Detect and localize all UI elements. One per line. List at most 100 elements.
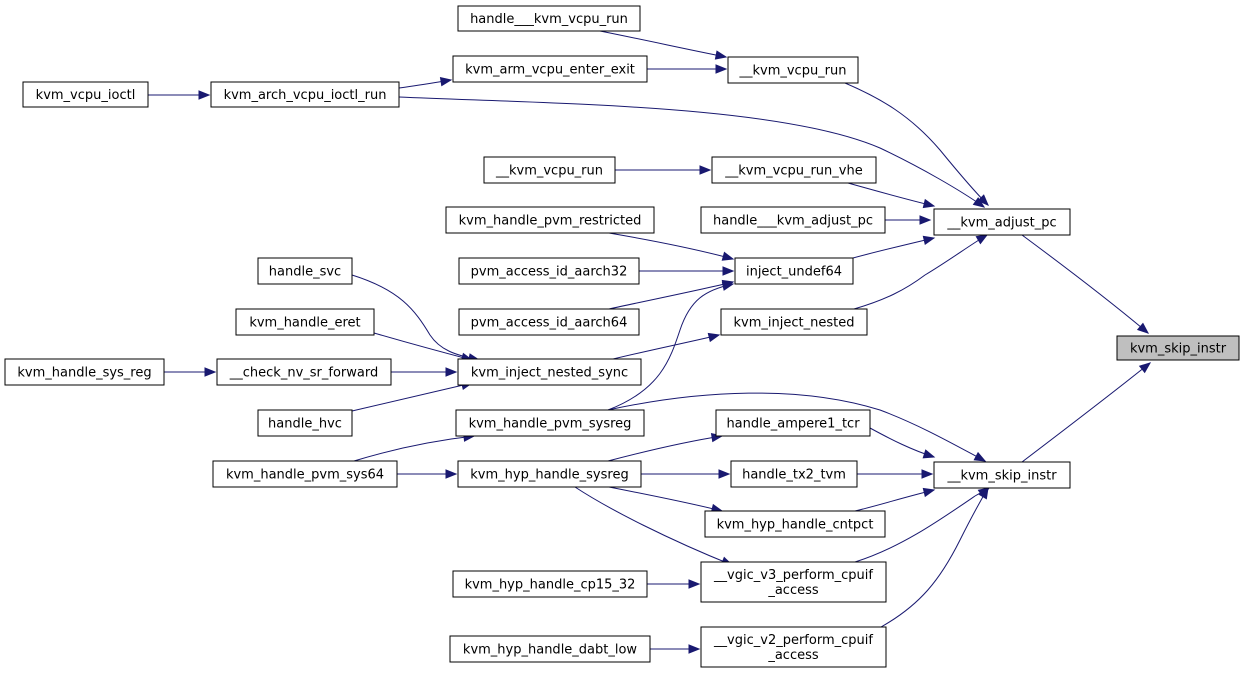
node-vgic-v3-perform-cpuif-access[interactable]: __vgic_v3_perform_cpuif_access — [700, 561, 887, 603]
node-box — [457, 5, 641, 32]
node-label: kvm_inject_nested_sync — [471, 366, 628, 381]
node-kvm-inject-nested[interactable]: kvm_inject_nested — [720, 308, 868, 336]
node-kvm-handle-eret[interactable]: kvm_handle_eret — [235, 308, 375, 336]
node-box — [458, 257, 640, 285]
edge-arrowhead — [1138, 362, 1152, 374]
edge-line — [373, 332, 473, 361]
node-label: kvm_handle_pvm_restricted — [459, 214, 642, 229]
node-label: kvm_hyp_handle_dabt_low — [463, 643, 638, 658]
node-kvm-hyp-handle-sysreg[interactable]: kvm_hyp_handle_sysreg — [457, 460, 642, 488]
node-box — [257, 257, 353, 285]
node-box — [727, 56, 859, 84]
edge-kvm-handle-sys-reg-to-check-nv-sr-forward — [164, 367, 217, 377]
edge-handle-kvm-adjust-pc-to-kvm-adjust-pc — [885, 215, 932, 225]
edge-line — [844, 82, 989, 206]
edge-arrowhead — [707, 332, 721, 343]
edge-arrowhead — [688, 644, 701, 654]
node-box — [720, 308, 868, 336]
edge-arrowhead — [972, 197, 986, 208]
edge-line — [608, 281, 734, 310]
edge-arrowhead — [973, 451, 987, 462]
node-label: pvm_access_id_aarch32 — [471, 265, 628, 280]
edge-arrowhead — [922, 198, 936, 209]
edge-arrowhead — [921, 469, 934, 479]
edge-arrowhead — [445, 367, 458, 377]
edge-kvm-vcpu-ioctl-to-kvm-arch-vcpu-ioctl-run — [147, 90, 211, 100]
edge-arrowhead — [721, 281, 735, 291]
edge-kvm-vcpu-run-vhe-to-kvm-adjust-pc — [847, 182, 936, 209]
edge-kvm-handle-eret-to-kvm-inject-nested-sync — [373, 332, 474, 362]
node-kvm-arm-vcpu-enter-exit[interactable]: kvm_arm_vcpu_enter_exit — [452, 55, 648, 83]
node-handle-hvc[interactable]: handle_hvc — [257, 409, 353, 437]
edge-pvm-access-id-aarch64-to-inject-undef64 — [608, 279, 735, 310]
node-box — [4, 358, 165, 386]
edge-line — [852, 237, 935, 259]
node-box — [22, 81, 149, 108]
edge-arrowhead — [445, 469, 458, 479]
node-kvm-handle-sys-reg[interactable]: kvm_handle_sys_reg — [4, 358, 165, 386]
node-label: inject_undef64 — [746, 265, 842, 280]
node-pvm-access-id-aarch32[interactable]: pvm_access_id_aarch32 — [458, 257, 640, 285]
node-handle-ampere1-tcr[interactable]: handle_ampere1_tcr — [715, 409, 871, 437]
edge-line — [847, 182, 935, 207]
node-box — [933, 208, 1071, 236]
node-kvm-hyp-handle-cp15-32[interactable]: kvm_hyp_handle_cp15_32 — [452, 570, 648, 598]
node-inject-undef64[interactable]: inject_undef64 — [734, 257, 854, 285]
edge-arrowhead — [718, 469, 731, 479]
edge-arrowhead — [198, 90, 211, 100]
node-kvm-arch-vcpu-ioctl-run[interactable]: kvm_arch_vcpu_ioctl_run — [210, 81, 400, 108]
node-box — [457, 460, 642, 488]
edge-line — [574, 486, 733, 566]
edge-arrowhead — [204, 367, 217, 377]
node-box — [216, 358, 392, 386]
node-kvm-inject-nested-sync[interactable]: kvm_inject_nested_sync — [457, 358, 642, 386]
node-vgic-v2-perform-cpuif-access[interactable]: __vgic_v2_perform_cpuif_access — [700, 626, 887, 668]
node-kvm-handle-pvm-restricted[interactable]: kvm_handle_pvm_restricted — [445, 206, 655, 234]
node-handle-tx2-tvm[interactable]: handle_tx2_tvm — [730, 460, 858, 488]
node-box — [212, 460, 398, 488]
node-box — [452, 55, 648, 83]
edge-kvm-hyp-handle-sysreg-to-handle-ampere1-tcr — [607, 432, 724, 462]
edge-kvm-handle-pvm-sys64-to-kvm-handle-pvm-sysreg — [353, 432, 476, 462]
edge-kvm-arch-vcpu-ioctl-run-to-kvm-adjust-pc — [398, 96, 986, 208]
node-label: handle_svc — [269, 265, 341, 280]
node-label: handle_hvc — [268, 417, 342, 432]
edge-handle-ampere1-tcr-to-kvm-skip-instr — [869, 427, 936, 459]
edge-kvm-handle-pvm-sysreg-to-kvm-skip-instr — [607, 392, 987, 462]
node-check-nv-sr-forward[interactable]: __check_nv_sr_forward — [216, 358, 392, 386]
edge-arrowhead — [978, 486, 989, 500]
edge-line — [1021, 362, 1151, 463]
node-kvm-vcpu-run-a[interactable]: __kvm_vcpu_run — [727, 56, 859, 84]
node-handle-kvm-vcpu-run[interactable]: handle___kvm_vcpu_run — [457, 5, 641, 32]
node-box — [445, 206, 655, 234]
edge-line — [599, 30, 727, 58]
node-kvm-skip-instr[interactable]: kvm_skip_instr — [1116, 335, 1240, 361]
node-box — [704, 510, 886, 538]
node-label: kvm_skip_instr — [1130, 342, 1227, 357]
edge-kvm-hyp-handle-dabt-low-to-vgic-v2-perform-cpuif-access — [650, 644, 701, 654]
node-kvm-skip-instr[interactable]: __kvm_skip_instr — [933, 461, 1071, 489]
edge-arrowhead — [715, 64, 728, 74]
edge-arrowhead — [714, 50, 728, 60]
node-kvm-vcpu-ioctl[interactable]: kvm_vcpu_ioctl — [22, 81, 149, 108]
edge-line — [351, 274, 480, 361]
node-kvm-hyp-handle-cntpct[interactable]: kvm_hyp_handle_cntpct — [704, 510, 886, 538]
node-kvm-handle-pvm-sysreg[interactable]: kvm_handle_pvm_sysreg — [455, 409, 645, 437]
node-kvm-hyp-handle-dabt-low[interactable]: kvm_hyp_handle_dabt_low — [449, 635, 651, 663]
node-kvm-vcpu-run-vhe[interactable]: __kvm_vcpu_run_vhe — [711, 156, 877, 184]
node-kvm-adjust-pc[interactable]: __kvm_adjust_pc — [933, 208, 1071, 236]
node-pvm-access-id-aarch64[interactable]: pvm_access_id_aarch64 — [458, 308, 640, 336]
node-box — [700, 206, 886, 234]
node-handle-kvm-adjust-pc[interactable]: handle___kvm_adjust_pc — [700, 206, 886, 234]
node-label: __vgic_v3_perform_cpuif — [713, 568, 873, 583]
edge-kvm-hyp-handle-cntpct-to-kvm-skip-instr — [854, 487, 936, 512]
edge-kvm-vcpu-run-b-to-kvm-vcpu-run-vhe — [615, 165, 712, 175]
edge-line — [1021, 234, 1149, 334]
edge-line — [351, 382, 473, 412]
node-label: kvm_hyp_handle_cntpct — [717, 518, 874, 533]
node-kvm-vcpu-run-b[interactable]: __kvm_vcpu_run — [483, 156, 616, 184]
node-kvm-handle-pvm-sys64[interactable]: kvm_handle_pvm_sys64 — [212, 460, 398, 488]
node-handle-svc[interactable]: handle_svc — [257, 257, 353, 285]
edge-line — [608, 232, 734, 260]
node-box — [452, 570, 648, 598]
